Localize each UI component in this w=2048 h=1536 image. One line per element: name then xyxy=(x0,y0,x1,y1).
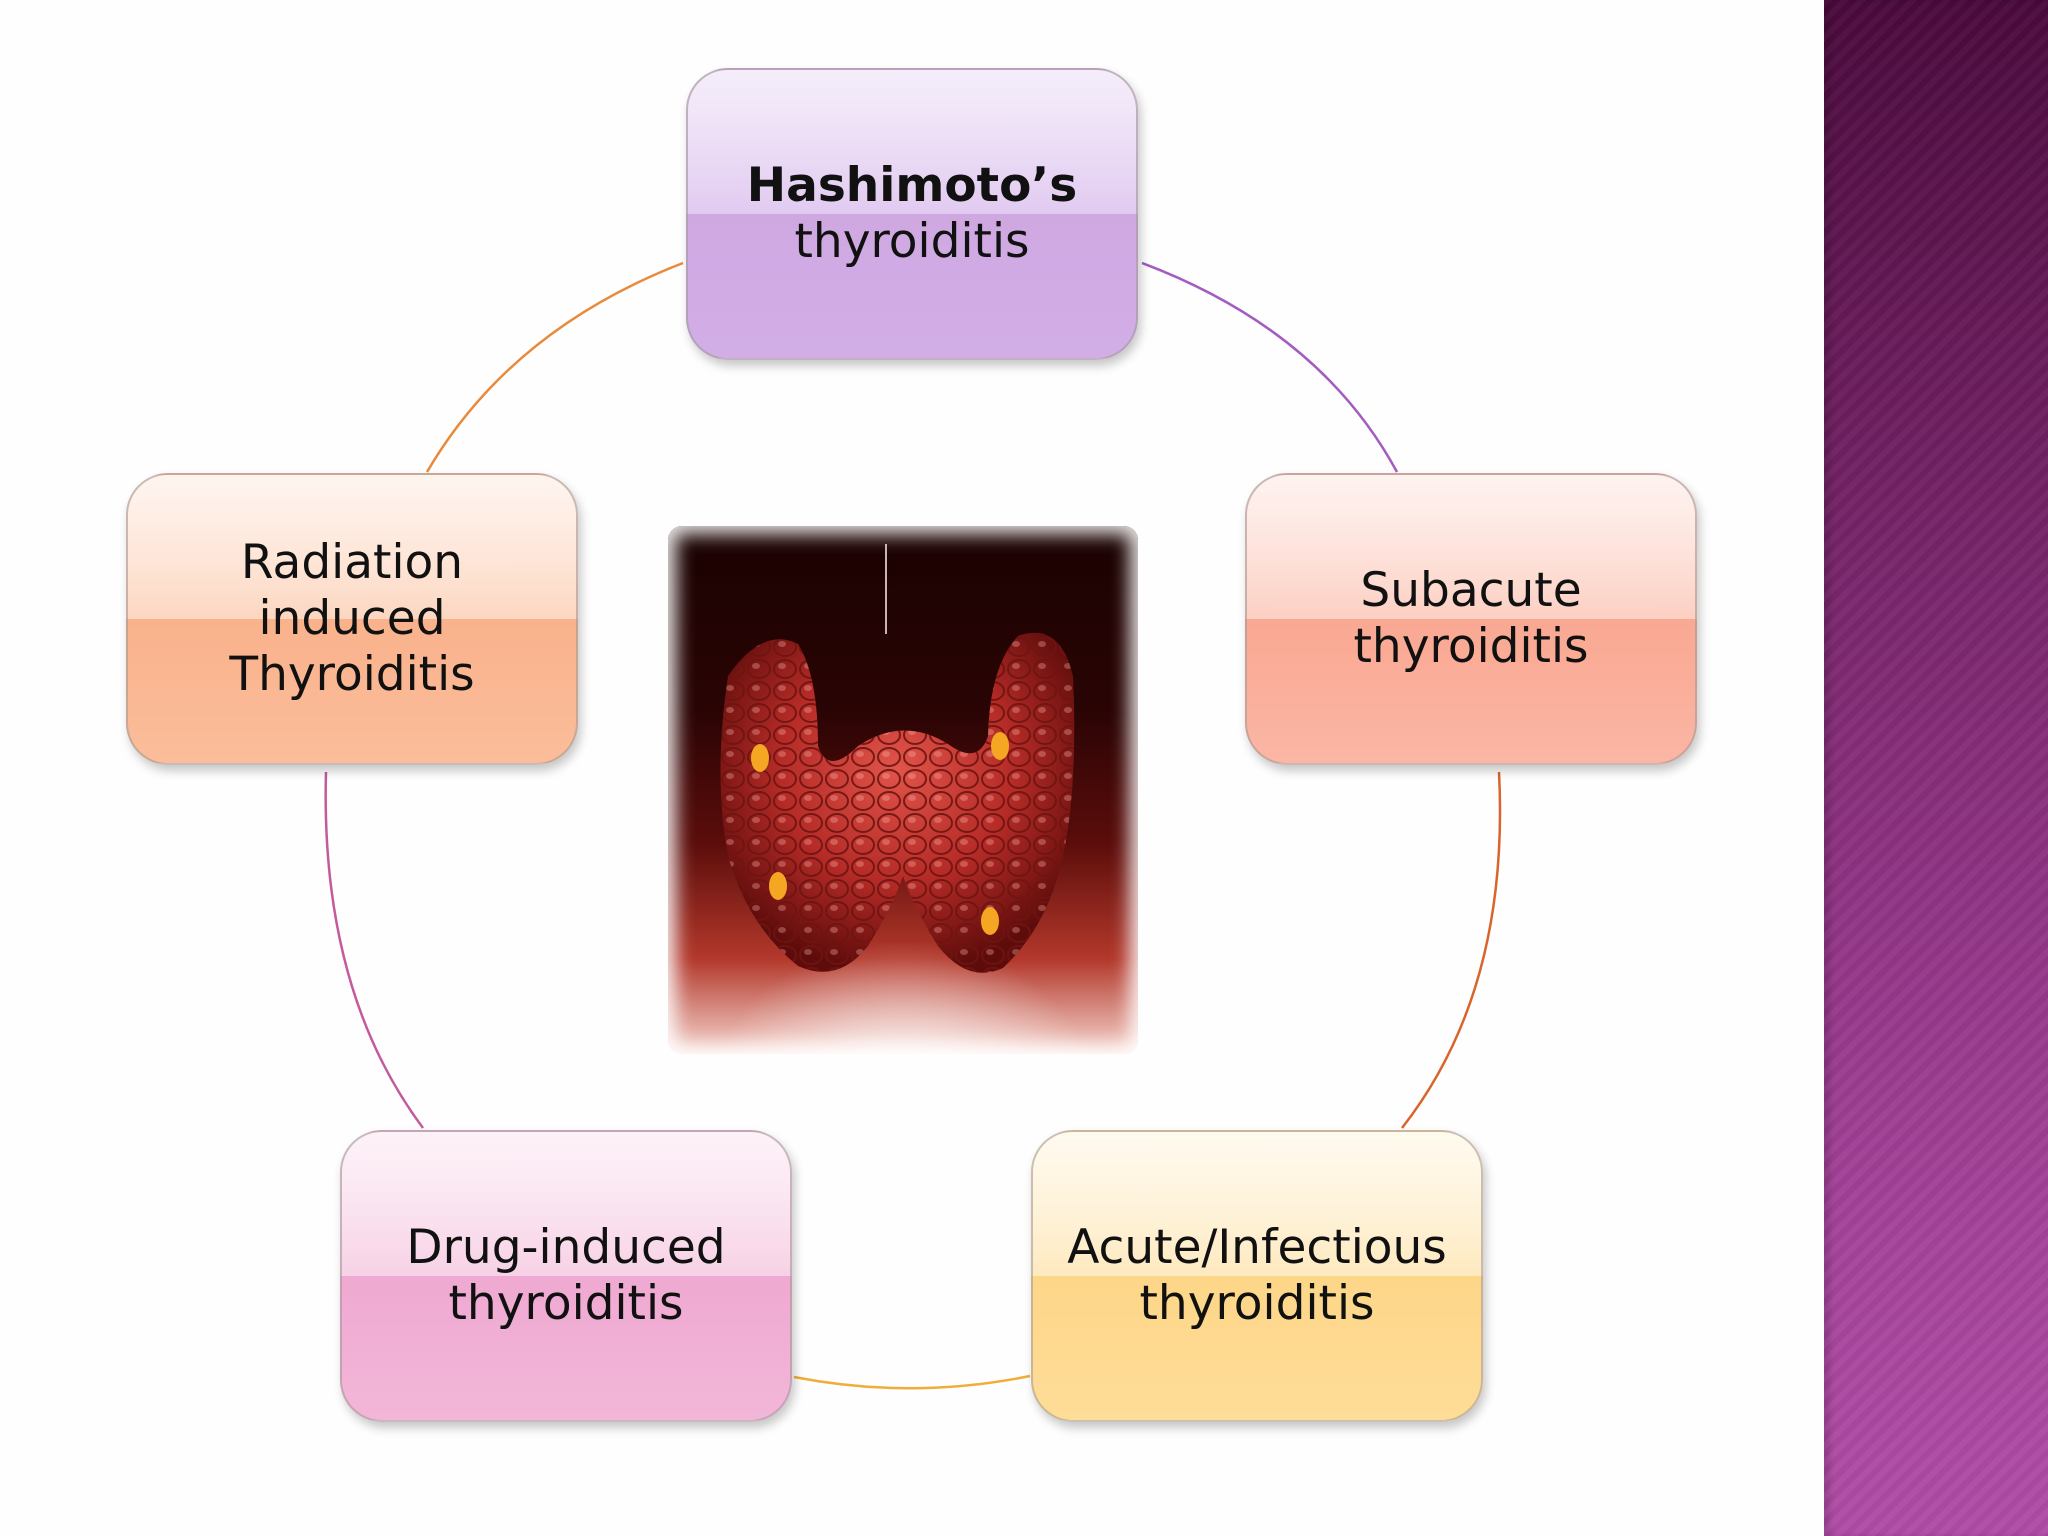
node-subacute-line-2: thyroiditis xyxy=(1353,619,1589,674)
cycle-connector xyxy=(324,261,1502,1390)
thyroid-gland-image xyxy=(668,526,1138,1054)
arc-radiation-to-hashimoto xyxy=(425,261,684,473)
arc-drug-to-radiation xyxy=(324,771,425,1129)
arc-hashimoto-to-subacute xyxy=(1141,261,1399,473)
slide-canvas: Hashimoto’s thyroiditis Subacute thyroid… xyxy=(126,68,1697,1422)
node-acute-line-2: thyroiditis xyxy=(1139,1276,1375,1331)
node-radiation-line-1: Radiation xyxy=(240,535,464,590)
node-hashimoto: Hashimoto’s thyroiditis xyxy=(686,68,1138,360)
node-drug-line-2: thyroiditis xyxy=(448,1276,684,1331)
node-acute-infectious: Acute/Infectious thyroiditis xyxy=(1031,1130,1483,1422)
node-subacute-line-1: Subacute xyxy=(1360,563,1582,618)
node-drug-line-1: Drug-induced xyxy=(406,1220,726,1275)
node-hashimoto-line-1: Hashimoto’s xyxy=(746,158,1078,213)
node-subacute: Subacute thyroiditis xyxy=(1245,473,1697,765)
node-acute-line-1: Acute/Infectious xyxy=(1067,1220,1447,1275)
arc-subacute-to-acute xyxy=(1401,771,1502,1129)
node-drug-induced: Drug-induced thyroiditis xyxy=(340,1130,792,1422)
node-radiation-line-2: induced xyxy=(258,591,446,646)
decorative-sidebar xyxy=(1824,0,2048,1536)
node-radiation-line-3: Thyroiditis xyxy=(229,647,475,702)
node-hashimoto-line-2: thyroiditis xyxy=(794,214,1030,269)
node-radiation-induced: Radiation induced Thyroiditis xyxy=(126,473,578,765)
arc-acute-to-drug xyxy=(793,1374,1031,1390)
